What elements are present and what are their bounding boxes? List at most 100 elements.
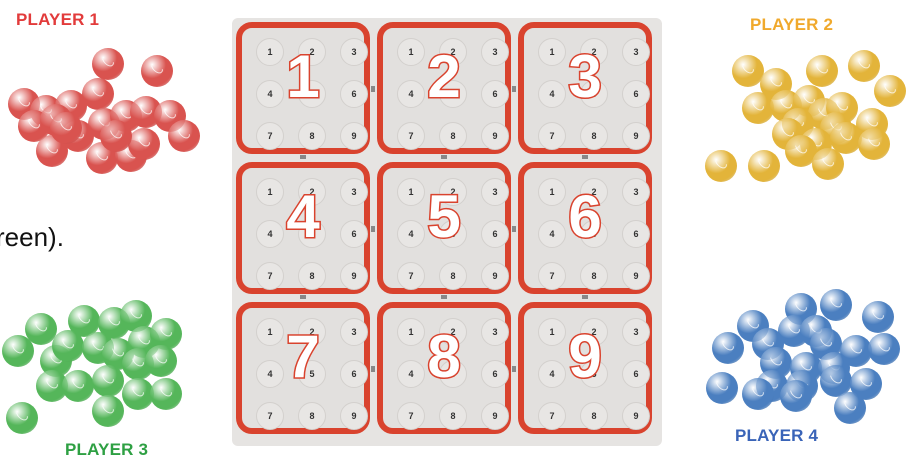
marble[interactable] [712, 332, 744, 364]
marble[interactable] [141, 55, 173, 87]
marble[interactable] [36, 370, 68, 402]
tile-slot[interactable]: 9 [340, 262, 368, 290]
marble[interactable] [826, 92, 858, 124]
marble[interactable] [128, 326, 160, 358]
marble[interactable] [154, 100, 186, 132]
marble[interactable] [830, 122, 862, 154]
marble[interactable] [820, 112, 852, 144]
marble[interactable] [840, 335, 872, 367]
marble[interactable] [30, 95, 62, 127]
marble[interactable] [92, 365, 124, 397]
marble[interactable] [68, 305, 100, 337]
marble[interactable] [705, 150, 737, 182]
tile-slot[interactable]: 8 [580, 402, 608, 430]
marble[interactable] [858, 128, 890, 160]
marble[interactable] [874, 75, 906, 107]
marble[interactable] [102, 338, 134, 370]
marble[interactable] [737, 310, 769, 342]
marble[interactable] [756, 370, 788, 402]
marble[interactable] [50, 112, 82, 144]
marble[interactable] [150, 318, 182, 350]
tile-slot[interactable]: 9 [481, 262, 509, 290]
marble[interactable] [55, 90, 87, 122]
marble[interactable] [88, 108, 120, 140]
marble[interactable] [100, 120, 132, 152]
marble[interactable] [120, 300, 152, 332]
marble[interactable] [760, 347, 792, 379]
tile-slot[interactable]: 8 [298, 262, 326, 290]
marble[interactable] [862, 301, 894, 333]
tile-slot[interactable]: 7 [256, 402, 284, 430]
marble[interactable] [52, 330, 84, 362]
marble[interactable] [62, 120, 94, 152]
marble[interactable] [820, 365, 852, 397]
tile-slot[interactable]: 8 [580, 122, 608, 150]
marble[interactable] [772, 118, 804, 150]
marble[interactable] [818, 352, 850, 384]
tile-slot[interactable]: 7 [538, 262, 566, 290]
tile-slot[interactable]: 7 [397, 122, 425, 150]
marble[interactable] [806, 55, 838, 87]
marble[interactable] [40, 104, 72, 136]
marble[interactable] [800, 315, 832, 347]
marble[interactable] [790, 352, 822, 384]
tile-slot[interactable]: 7 [256, 262, 284, 290]
board-tile-8[interactable]: 1234567898 [377, 302, 511, 434]
marble[interactable] [82, 332, 114, 364]
marble[interactable] [868, 333, 900, 365]
board-tile-3[interactable]: 1234567893 [518, 22, 652, 154]
marble[interactable] [706, 372, 738, 404]
marble[interactable] [122, 378, 154, 410]
marble[interactable] [812, 148, 844, 180]
tile-slot[interactable]: 7 [256, 122, 284, 150]
tile-slot[interactable]: 9 [481, 402, 509, 430]
marble[interactable] [128, 128, 160, 160]
marble[interactable] [752, 328, 784, 360]
marble[interactable] [110, 100, 142, 132]
marble[interactable] [145, 345, 177, 377]
tile-slot[interactable]: 8 [298, 402, 326, 430]
marble[interactable] [130, 96, 162, 128]
tile-slot[interactable]: 7 [397, 402, 425, 430]
marble[interactable] [150, 378, 182, 410]
marble[interactable] [25, 313, 57, 345]
marble[interactable] [785, 293, 817, 325]
marble[interactable] [122, 348, 154, 380]
marble[interactable] [36, 135, 68, 167]
marble[interactable] [785, 135, 817, 167]
marble[interactable] [168, 120, 200, 152]
tile-slot[interactable]: 9 [622, 262, 650, 290]
marble[interactable] [808, 98, 840, 130]
tile-slot[interactable]: 8 [439, 122, 467, 150]
marble[interactable] [18, 110, 50, 142]
marble[interactable] [800, 128, 832, 160]
marble[interactable] [778, 315, 810, 347]
marble[interactable] [770, 90, 802, 122]
tile-slot[interactable]: 8 [580, 262, 608, 290]
tile-slot[interactable]: 8 [439, 402, 467, 430]
board-tile-6[interactable]: 1234567896 [518, 162, 652, 294]
tile-slot[interactable]: 7 [538, 122, 566, 150]
marble[interactable] [732, 55, 764, 87]
marble[interactable] [115, 140, 147, 172]
tile-slot[interactable]: 7 [538, 402, 566, 430]
marble[interactable] [92, 395, 124, 427]
marble[interactable] [40, 345, 72, 377]
marble[interactable] [760, 68, 792, 100]
tile-slot[interactable]: 9 [622, 402, 650, 430]
marble[interactable] [6, 402, 38, 434]
marble[interactable] [793, 85, 825, 117]
marble[interactable] [820, 289, 852, 321]
marble[interactable] [810, 328, 842, 360]
board-tile-9[interactable]: 1234567899 [518, 302, 652, 434]
tile-slot[interactable]: 7 [397, 262, 425, 290]
marble[interactable] [82, 78, 114, 110]
marble[interactable] [92, 48, 124, 80]
marble[interactable] [786, 370, 818, 402]
marble[interactable] [748, 150, 780, 182]
marble[interactable] [8, 88, 40, 120]
